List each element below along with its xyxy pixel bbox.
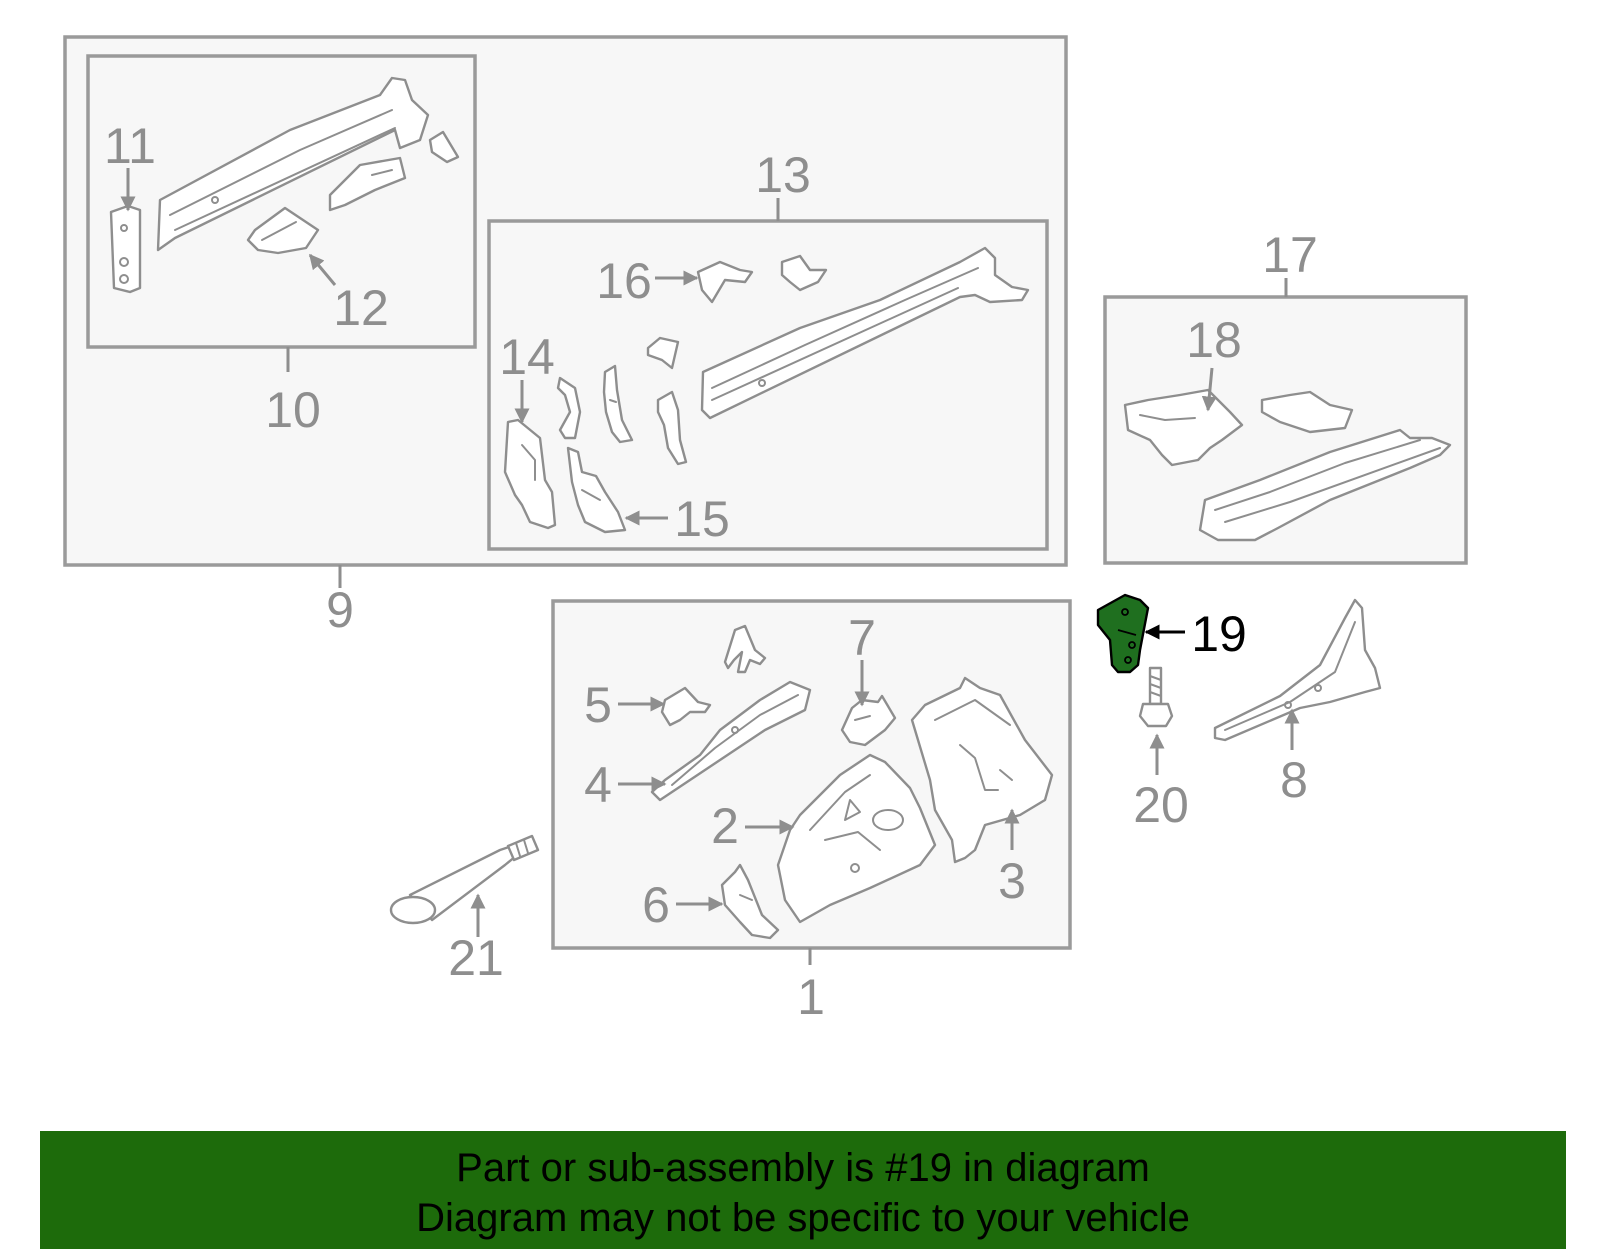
part-10-front-rail[interactable] xyxy=(156,76,460,252)
part-6-bracket[interactable] xyxy=(720,863,780,940)
info-banner: Part or sub-assembly is #19 in diagram D… xyxy=(40,1131,1566,1249)
banner-line-1: Part or sub-assembly is #19 in diagram xyxy=(456,1146,1150,1190)
callout-4: 4 xyxy=(584,757,612,813)
callout-6: 6 xyxy=(642,877,670,933)
part-13-small-bracket[interactable] xyxy=(780,254,828,292)
callout-2: 2 xyxy=(711,798,739,854)
callout-11: 11 xyxy=(104,118,156,174)
part-13-bracket-b[interactable] xyxy=(646,336,680,370)
part-5-bracket[interactable] xyxy=(660,686,712,727)
part-7-bracket[interactable] xyxy=(840,694,897,747)
callout-21: 21 xyxy=(448,930,504,986)
part-8-rail[interactable] xyxy=(1213,598,1382,742)
part-1-small-bracket[interactable] xyxy=(723,624,767,674)
part-12-bracket[interactable] xyxy=(246,206,320,255)
part-13-bracket-c[interactable] xyxy=(656,390,688,466)
part-4-rail[interactable] xyxy=(650,680,812,802)
callout-15: 15 xyxy=(674,491,730,547)
group-box-10 xyxy=(86,54,477,349)
part-13-bracket-a[interactable] xyxy=(602,364,634,444)
callout-7: 7 xyxy=(848,610,876,666)
callout-10: 10 xyxy=(265,382,321,438)
callout-1: 1 xyxy=(797,969,825,1025)
part-3-panel[interactable] xyxy=(910,676,1054,864)
part-21-tow-hook[interactable] xyxy=(389,834,540,925)
part-14-panel[interactable] xyxy=(503,418,557,530)
callout-5: 5 xyxy=(584,677,612,733)
callout-3: 3 xyxy=(998,853,1026,909)
part-16-bracket[interactable] xyxy=(696,260,754,304)
part-10-bracket[interactable] xyxy=(328,156,407,212)
part-14-bracket[interactable] xyxy=(556,376,582,440)
part-19-highlighted-bracket[interactable] xyxy=(1096,593,1150,674)
callout-12: 12 xyxy=(333,280,389,336)
part-20-bolt[interactable] xyxy=(1138,666,1174,728)
callout-18: 18 xyxy=(1186,312,1242,368)
callout-13: 13 xyxy=(755,147,811,203)
part-17-rail[interactable] xyxy=(1198,428,1452,542)
part-11-bracket[interactable] xyxy=(109,204,142,294)
banner-line-2: Diagram may not be specific to your vehi… xyxy=(416,1196,1190,1240)
callout-8: 8 xyxy=(1280,752,1308,808)
callout-19: 19 xyxy=(1191,606,1247,662)
part-13-rail[interactable] xyxy=(700,246,1030,420)
callout-17: 17 xyxy=(1262,227,1318,283)
part-15-bracket[interactable] xyxy=(566,446,627,534)
part-17-bracket[interactable] xyxy=(1260,390,1354,434)
callout-9: 9 xyxy=(326,582,354,638)
callout-14: 14 xyxy=(499,329,555,385)
part-2-wheelhouse[interactable] xyxy=(776,753,937,924)
callout-20: 20 xyxy=(1133,777,1189,833)
callout-16: 16 xyxy=(596,253,652,309)
